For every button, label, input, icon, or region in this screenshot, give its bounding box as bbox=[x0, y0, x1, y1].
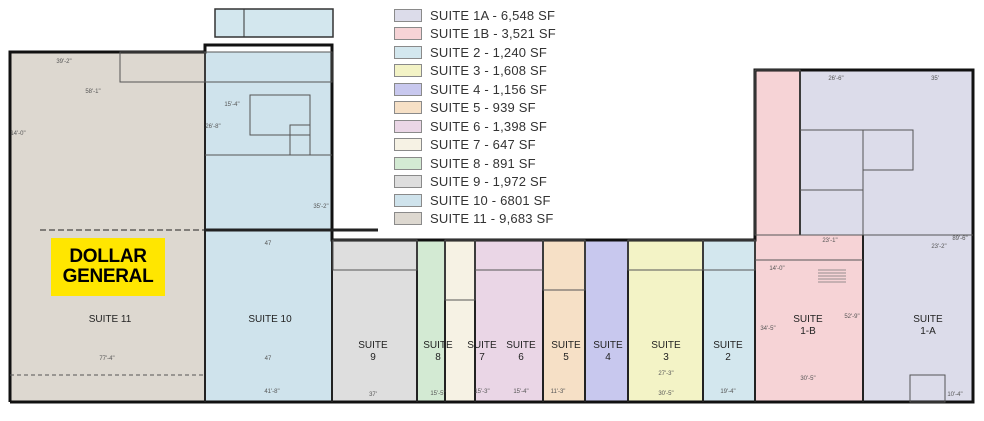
legend-item: SUITE 7 - 647 SF bbox=[394, 136, 594, 155]
legend-swatch bbox=[394, 8, 422, 22]
legend-label: SUITE 1A - 6,548 SF bbox=[430, 7, 556, 23]
legend-label: SUITE 1B - 3,521 SF bbox=[430, 26, 556, 42]
svg-text:14'-0": 14'-0" bbox=[10, 131, 25, 137]
legend-swatch bbox=[394, 45, 422, 59]
suite-9-area bbox=[333, 240, 417, 402]
svg-text:15'-5": 15'-5" bbox=[430, 391, 445, 397]
suite-legend: SUITE 1A - 6,548 SF SUITE 1B - 3,521 SF SU… bbox=[394, 6, 594, 228]
legend-item: SUITE 11 - 9,683 SF bbox=[394, 210, 594, 229]
svg-text:30'-5": 30'-5" bbox=[800, 376, 815, 382]
suite-3-area bbox=[628, 240, 703, 402]
svg-text:10'-4": 10'-4" bbox=[947, 392, 962, 398]
legend-item: SUITE 2 - 1,240 SF bbox=[394, 43, 594, 62]
legend-item: SUITE 1A - 6,548 SF bbox=[394, 6, 594, 25]
svg-text:34'-5": 34'-5" bbox=[760, 326, 775, 332]
legend-swatch bbox=[394, 212, 422, 226]
svg-text:30'-5": 30'-5" bbox=[658, 391, 673, 397]
legend-item: SUITE 10 - 6801 SF bbox=[394, 191, 594, 210]
svg-text:26'-6": 26'-6" bbox=[828, 76, 843, 82]
interior-partitions bbox=[10, 51, 973, 403]
legend-label: SUITE 6 - 1,398 SF bbox=[430, 118, 548, 134]
suite-label: SUITE 10 bbox=[248, 314, 292, 325]
suite-8-area bbox=[417, 240, 445, 402]
svg-text:26'-8": 26'-8" bbox=[205, 124, 220, 130]
stairs bbox=[818, 269, 846, 283]
svg-text:35'-2": 35'-2" bbox=[313, 204, 328, 210]
svg-text:39'-2": 39'-2" bbox=[56, 59, 71, 65]
suite-5-area bbox=[543, 240, 585, 402]
legend-item: SUITE 5 - 939 SF bbox=[394, 99, 594, 118]
svg-text:89'-6": 89'-6" bbox=[952, 236, 967, 242]
suite-4-area bbox=[585, 240, 628, 402]
legend-label: SUITE 4 - 1,156 SF bbox=[430, 81, 548, 97]
legend-label: SUITE 5 - 939 SF bbox=[430, 100, 536, 116]
svg-text:14'-0": 14'-0" bbox=[769, 266, 784, 272]
suite-2-area bbox=[703, 240, 755, 402]
legend-item: SUITE 6 - 1,398 SF bbox=[394, 117, 594, 136]
svg-text:47: 47 bbox=[265, 356, 272, 362]
svg-text:47: 47 bbox=[265, 241, 272, 247]
suite-10-area bbox=[205, 52, 332, 402]
svg-text:19'-4": 19'-4" bbox=[720, 389, 735, 395]
svg-text:15'-3": 15'-3" bbox=[474, 389, 489, 395]
legend-swatch bbox=[394, 138, 422, 152]
suite-label: SUITE 11 bbox=[89, 314, 132, 325]
svg-text:15'-4": 15'-4" bbox=[224, 102, 239, 108]
svg-text:52'-9": 52'-9" bbox=[844, 314, 859, 320]
legend-swatch bbox=[394, 101, 422, 115]
legend-label: SUITE 10 - 6801 SF bbox=[430, 192, 551, 208]
legend-item: SUITE 8 - 891 SF bbox=[394, 154, 594, 173]
svg-text:77'-4": 77'-4" bbox=[99, 356, 114, 362]
dollar-general-logo: DOLLAR GENERAL bbox=[51, 238, 165, 296]
legend-item: SUITE 9 - 1,972 SF bbox=[394, 173, 594, 192]
logo-line-2: GENERAL bbox=[62, 266, 154, 287]
svg-text:37': 37' bbox=[369, 392, 377, 398]
legend-swatch bbox=[394, 64, 422, 78]
svg-text:35': 35' bbox=[931, 76, 939, 82]
svg-text:23'-1": 23'-1" bbox=[822, 238, 837, 244]
annex-room bbox=[214, 8, 334, 38]
svg-text:15'-4": 15'-4" bbox=[513, 389, 528, 395]
legend-swatch bbox=[394, 175, 422, 189]
legend-label: SUITE 3 - 1,608 SF bbox=[430, 63, 548, 79]
legend-label: SUITE 2 - 1,240 SF bbox=[430, 44, 548, 60]
svg-text:58'-1": 58'-1" bbox=[85, 89, 100, 95]
legend-item: SUITE 3 - 1,608 SF bbox=[394, 62, 594, 81]
suite-7-area bbox=[445, 240, 475, 402]
legend-swatch bbox=[394, 82, 422, 96]
legend-label: SUITE 11 - 9,683 SF bbox=[430, 211, 554, 227]
svg-text:27'-3": 27'-3" bbox=[658, 371, 673, 377]
dimension-labels: 39'-2" 58'-1" 14'-0" 77'-4" 26'-8" 15'-4… bbox=[10, 59, 967, 398]
legend-swatch bbox=[394, 156, 422, 170]
legend-label: SUITE 8 - 891 SF bbox=[430, 155, 536, 171]
svg-text:41'-8": 41'-8" bbox=[264, 389, 279, 395]
legend-item: SUITE 1B - 3,521 SF bbox=[394, 25, 594, 44]
svg-text:11'-3": 11'-3" bbox=[551, 389, 566, 395]
svg-text:23'-2": 23'-2" bbox=[931, 244, 946, 250]
legend-swatch bbox=[394, 27, 422, 41]
suite-11-area bbox=[10, 52, 205, 402]
legend-label: SUITE 9 - 1,972 SF bbox=[430, 174, 548, 190]
legend-swatch bbox=[394, 119, 422, 133]
legend-item: SUITE 4 - 1,156 SF bbox=[394, 80, 594, 99]
legend-label: SUITE 7 - 647 SF bbox=[430, 137, 536, 153]
legend-swatch bbox=[394, 193, 422, 207]
suite-6-area bbox=[475, 240, 543, 402]
logo-line-1: DOLLAR bbox=[69, 246, 147, 267]
